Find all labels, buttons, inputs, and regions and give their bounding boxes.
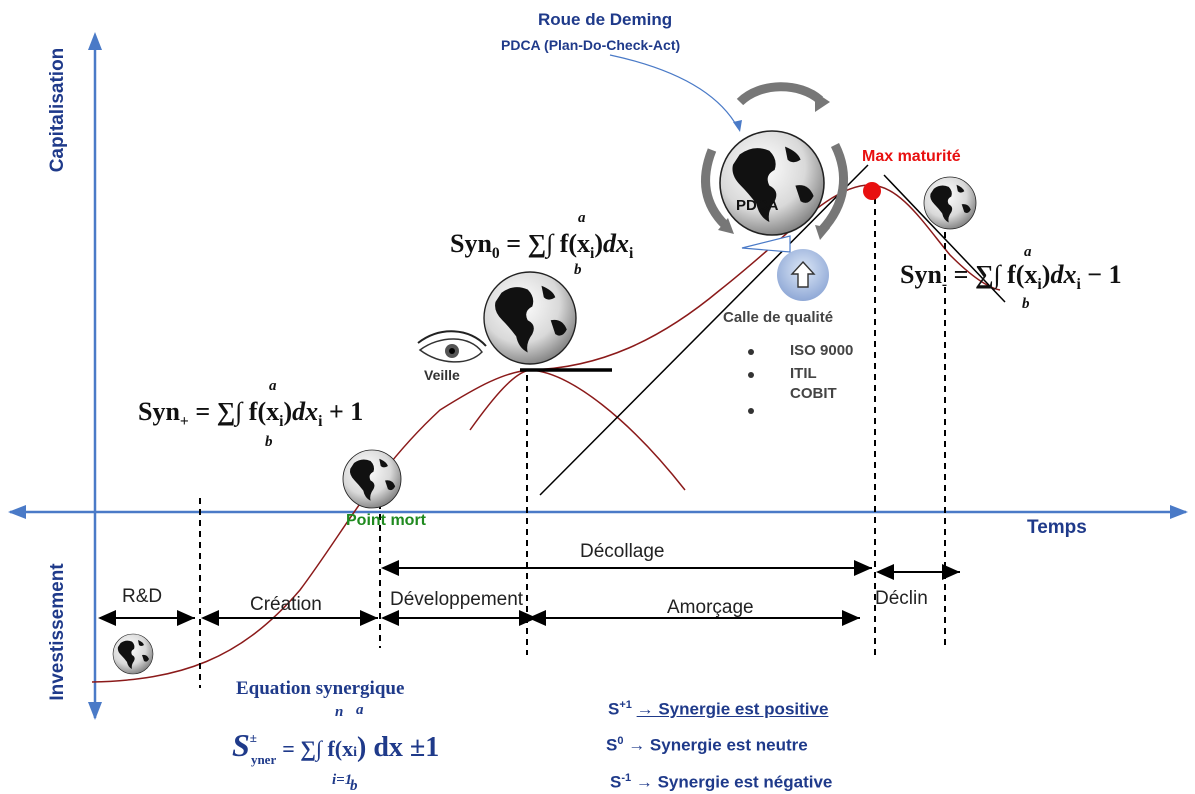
y-axis-up-label: Capitalisation — [47, 47, 68, 173]
pdca-arrow-top — [736, 82, 824, 106]
globe-rd — [113, 634, 153, 674]
x-axis-right-arrowhead — [1170, 505, 1188, 519]
y-axis-up-label-wrap: Capitalisation — [28, 30, 88, 190]
syn-zero-lower: b — [574, 262, 582, 278]
quality-item-cobit: COBIT — [790, 385, 837, 402]
legend-neutral: S0 → Synergie est neutre — [606, 735, 808, 755]
quality-item-iso: ISO 9000 — [790, 342, 854, 359]
pdca-arrow-right — [818, 142, 849, 234]
globe-pdca — [720, 131, 824, 235]
quality-title: Calle de qualité — [723, 309, 834, 326]
y-axis-up-arrowhead — [88, 32, 102, 50]
phase-rd: R&D — [122, 586, 163, 607]
y-axis-down-arrowhead — [88, 702, 102, 720]
x-axis-left-arrowhead — [8, 505, 26, 519]
quality-wedge — [741, 235, 791, 253]
equation-sum-upper: n — [335, 704, 344, 720]
equation-int-lower: b — [350, 778, 358, 794]
point-mort-label: Point mort — [346, 512, 426, 529]
globe-declin — [924, 177, 976, 229]
syn-plus-lower: b — [265, 434, 273, 450]
phase-amorcage: Amorçage — [667, 597, 754, 618]
y-axis-down-label: Investissement — [47, 563, 68, 701]
formula-syn-zero: Syn0 = ∑∫ f(xi)dxi — [450, 229, 634, 263]
syn-zero-upper: a — [578, 210, 586, 226]
veille-label: Veille — [424, 367, 460, 383]
maturity-curve — [91, 184, 1001, 683]
pdca-globe-label: PDCA — [736, 197, 779, 214]
syn-minus-lower: b — [1022, 296, 1030, 312]
max-maturity-point — [863, 182, 881, 200]
phase-decollage: Décollage — [580, 541, 665, 562]
eye-icon — [417, 330, 487, 363]
equation-title: Equation synergique — [236, 678, 405, 699]
deming-pointer — [609, 54, 739, 129]
deming-title: Roue de Deming — [538, 10, 673, 29]
up-arrow-icon — [790, 260, 816, 288]
max-maturity-label: Max maturité — [862, 148, 961, 165]
decline-tangent — [883, 174, 1006, 303]
syn-plus-upper: a — [269, 378, 277, 394]
y-axis-down-label-wrap: Investissement — [28, 545, 88, 725]
phase-creation: Création — [250, 594, 322, 615]
quality-item-itil: ITIL — [790, 365, 817, 382]
pdca-arrow-left — [701, 148, 729, 229]
formula-syn-plus: Syn+ = ∑∫ f(xi)dxi + 1 — [138, 397, 364, 431]
formula-syn-minus: Syn- = ∑∫ f(xi)dxi − 1 — [900, 260, 1122, 294]
deming-subtitle: PDCA (Plan-Do-Check-Act) — [501, 37, 681, 53]
legend-negative: S-1 → Synergie est négative — [610, 772, 833, 792]
globe-veille — [484, 272, 576, 364]
equation-main: S±yner= ∑∫ f(xi) dx ±1 — [232, 727, 440, 767]
globe-point-mort — [343, 450, 401, 508]
phase-developpement: Développement — [390, 589, 524, 610]
secondary-curve — [469, 369, 686, 491]
takeoff-tangent — [539, 164, 869, 496]
equation-sum-lower: i=1 — [332, 772, 353, 788]
x-axis-label: Temps — [1027, 517, 1087, 538]
legend-positive: S+1 → Synergie est positive — [608, 699, 829, 719]
phase-declin: Déclin — [875, 588, 928, 609]
equation-int-upper: a — [356, 702, 364, 718]
syn-minus-upper: a — [1024, 244, 1032, 260]
